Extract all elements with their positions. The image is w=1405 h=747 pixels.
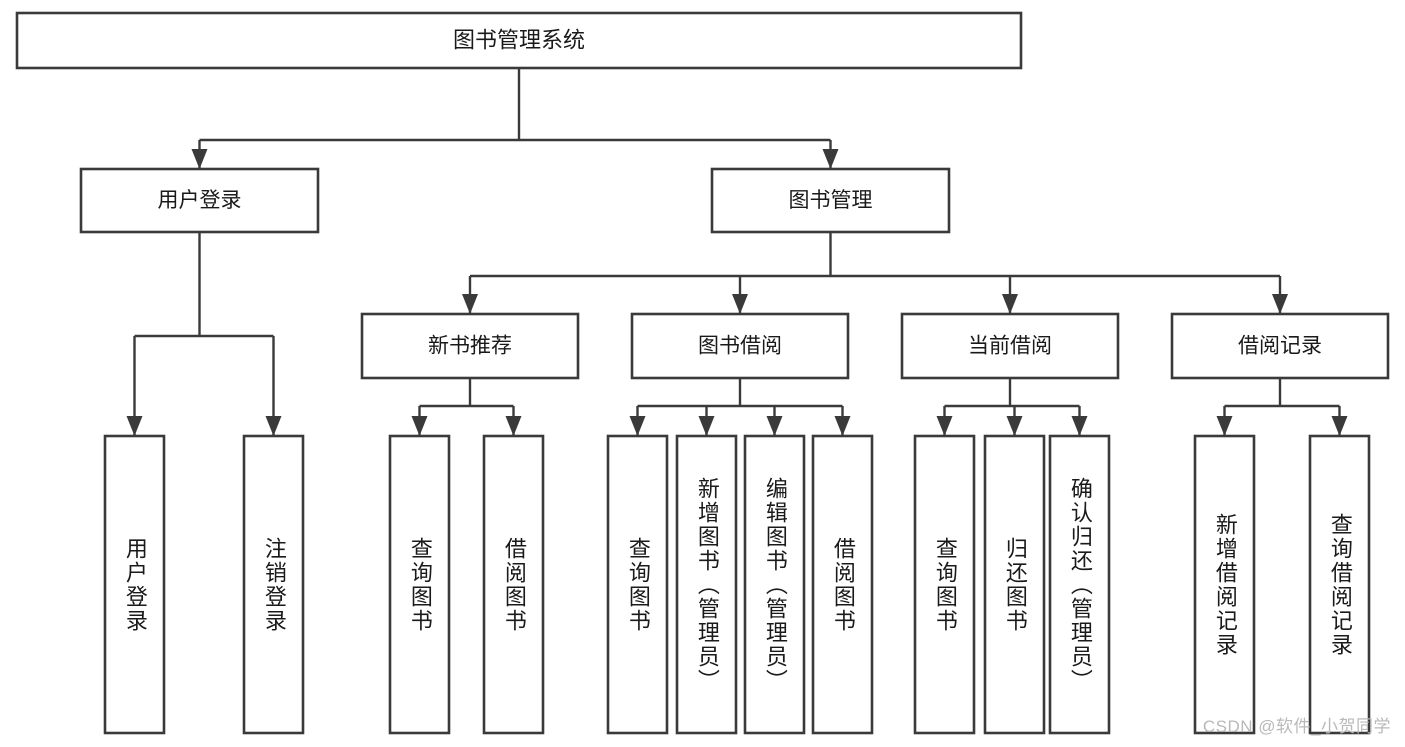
arrow-to-user-login bbox=[191, 149, 208, 169]
node-box-new-book-recommend[interactable] bbox=[360, 312, 580, 380]
arrow-to-confirm-return-admin bbox=[1071, 416, 1088, 436]
node-label-book-borrow: 图书借阅 bbox=[698, 335, 782, 358]
arrow-to-edit-book-admin bbox=[766, 416, 783, 436]
boxes-layer bbox=[15, 11, 1390, 735]
node-box-book-management[interactable] bbox=[710, 167, 951, 234]
arrow-to-current-borrow bbox=[1002, 294, 1018, 314]
leaf-box-borrow-book-rec[interactable] bbox=[482, 434, 545, 735]
leaf-box-borrow-book[interactable] bbox=[811, 434, 874, 735]
node-box-current-borrow[interactable] bbox=[900, 312, 1120, 380]
leaf-box-query-borrow-record[interactable] bbox=[1308, 434, 1371, 735]
leaf-box-add-book-admin[interactable] bbox=[675, 434, 738, 735]
arrow-to-query-book-borrow bbox=[629, 416, 646, 436]
arrow-to-query-book-current bbox=[936, 416, 953, 436]
arrow-to-logout-leaf bbox=[265, 416, 282, 436]
arrow-to-new-book-recommend bbox=[462, 294, 478, 314]
node-box-user-login[interactable] bbox=[79, 167, 320, 234]
node-box-borrow-record[interactable] bbox=[1170, 312, 1390, 380]
node-label-borrow-record: 借阅记录 bbox=[1238, 335, 1322, 358]
leaf-box-query-book-borrow[interactable] bbox=[606, 434, 669, 735]
leaf-box-query-book-rec[interactable] bbox=[388, 434, 451, 735]
arrow-to-borrow-book bbox=[834, 416, 851, 436]
leaf-box-logout-leaf[interactable] bbox=[242, 434, 305, 735]
arrow-to-borrow-record bbox=[1272, 294, 1288, 314]
csdn-watermark: CSDN @软件_小贺同学 bbox=[1202, 717, 1391, 736]
node-box-book-borrow[interactable] bbox=[630, 312, 850, 380]
node-box-root[interactable] bbox=[15, 11, 1023, 70]
node-label-book-management: 图书管理 bbox=[789, 189, 873, 212]
node-label-current-borrow: 当前借阅 bbox=[968, 335, 1052, 358]
leaf-box-edit-book-admin[interactable] bbox=[743, 434, 806, 735]
leaf-box-query-book-current[interactable] bbox=[913, 434, 976, 735]
arrow-to-book-management bbox=[822, 149, 839, 169]
leaf-box-confirm-return-admin[interactable] bbox=[1048, 434, 1111, 735]
node-label-user-login: 用户登录 bbox=[158, 189, 242, 212]
connectors-layer bbox=[126, 68, 1348, 436]
arrow-to-query-book-rec bbox=[411, 416, 428, 436]
arrow-to-return-book bbox=[1006, 416, 1023, 436]
leaf-box-return-book[interactable] bbox=[983, 434, 1046, 735]
node-label-new-book-recommend: 新书推荐 bbox=[428, 335, 512, 358]
node-label-root: 图书管理系统 bbox=[453, 27, 585, 52]
leaf-box-add-borrow-record[interactable] bbox=[1193, 434, 1256, 735]
arrow-to-book-borrow bbox=[732, 294, 748, 314]
arrow-to-user-login-leaf bbox=[126, 416, 143, 436]
arrow-to-add-book-admin bbox=[698, 416, 715, 436]
arrow-to-add-borrow-record bbox=[1216, 416, 1233, 436]
leaf-box-user-login-leaf[interactable] bbox=[103, 434, 166, 735]
arrow-to-borrow-book-rec bbox=[505, 416, 522, 436]
arrow-to-query-borrow-record bbox=[1331, 416, 1348, 436]
